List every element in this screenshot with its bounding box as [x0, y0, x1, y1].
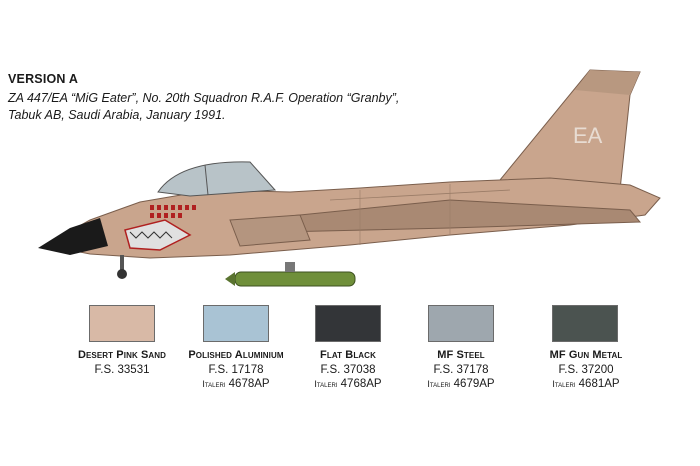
- code-value: 4768AP: [340, 378, 382, 390]
- canopy: [157, 161, 277, 197]
- caption-line-2: Tabuk AB, Saudi Arabia, January 1991.: [8, 108, 226, 122]
- tail-fin-shadow: [575, 70, 640, 95]
- tail-code: EA: [573, 123, 603, 148]
- swatch-polished-aluminium: [203, 305, 269, 342]
- color-fs-code: F.S. 37178: [433, 364, 489, 376]
- swatch-flat-black: [315, 305, 381, 342]
- color-info-mf-gun-metal: MF Gun Metal F.S. 37200 Italeri 4681AP: [524, 348, 648, 391]
- italeri-code: Italeri 4768AP: [286, 377, 410, 391]
- color-fs-code: F.S. 33531: [94, 364, 150, 376]
- color-name: Desert Pink Sand: [77, 349, 167, 361]
- underwing-store: [225, 262, 356, 287]
- color-info-polished-aluminium: Polished Aluminium F.S. 17178 Italeri 46…: [172, 348, 300, 391]
- brand-label: Italeri: [427, 379, 451, 389]
- brand-label: Italeri: [552, 379, 576, 389]
- code-value: 4679AP: [453, 378, 495, 390]
- code-value: 4678AP: [228, 378, 270, 390]
- nose-cone: [38, 218, 108, 255]
- color-fs-code: F.S. 37200: [558, 364, 614, 376]
- color-name: Polished Aluminium: [188, 349, 284, 361]
- caption-line-1: ZA 447/EA “MiG Eater”, No. 20th Squadron…: [8, 91, 400, 105]
- color-info-flat-black: Flat Black F.S. 37038 Italeri 4768AP: [286, 348, 410, 391]
- italeri-code: Italeri 4681AP: [524, 377, 648, 391]
- color-swatch-row: [0, 305, 700, 365]
- swatch-mf-steel: [428, 305, 494, 342]
- engine-intake: [229, 214, 311, 247]
- color-fs-code: F.S. 17178: [208, 364, 264, 376]
- italeri-code: Italeri 4678AP: [172, 377, 300, 391]
- italeri-code: Italeri 4679AP: [399, 377, 523, 391]
- mission-markings: [150, 205, 196, 218]
- nose-gear: [120, 255, 124, 273]
- color-name: MF Steel: [437, 349, 485, 361]
- version-caption: ZA 447/EA “MiG Eater”, No. 20th Squadron…: [8, 90, 399, 124]
- tornado-aircraft-illustration: EA: [38, 69, 661, 287]
- color-fs-code: F.S. 37038: [320, 364, 376, 376]
- color-info-mf-steel: MF Steel F.S. 37178 Italeri 4679AP: [399, 348, 523, 391]
- color-name: MF Gun Metal: [549, 349, 623, 361]
- brand-label: Italeri: [314, 379, 338, 389]
- brand-label: Italeri: [202, 379, 226, 389]
- swatch-mf-gun-metal: [552, 305, 618, 342]
- version-title: VERSION A: [8, 72, 79, 86]
- color-name: Flat Black: [320, 349, 376, 361]
- code-value: 4681AP: [578, 378, 620, 390]
- swatch-desert-pink-sand: [89, 305, 155, 342]
- color-info-desert-pink-sand: Desert Pink Sand F.S. 33531: [60, 348, 184, 377]
